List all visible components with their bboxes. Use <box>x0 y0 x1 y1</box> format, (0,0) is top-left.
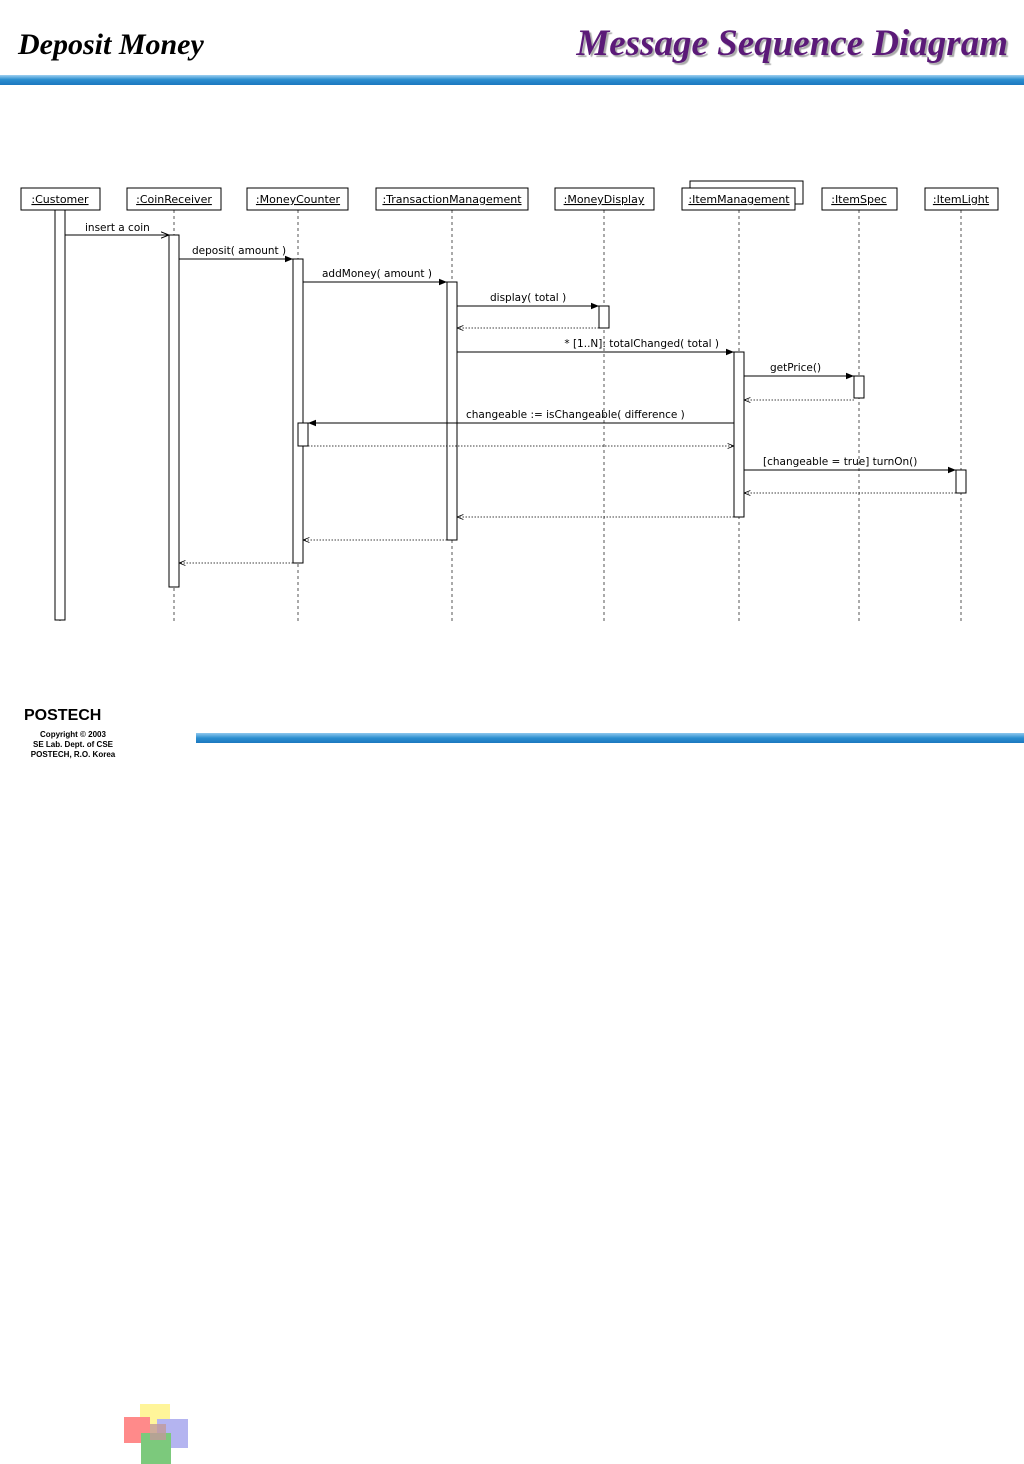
diagram-title: Message Sequence Diagram <box>576 23 1008 64</box>
org-name: POSTECH <box>24 707 102 724</box>
location-text: POSTECH, R.O. Korea <box>30 750 116 759</box>
call-messages <box>65 235 956 474</box>
lifeline-head-customer: :Customer <box>20 187 101 211</box>
lifeline-label-customer: :Customer <box>31 193 89 206</box>
lifeline-label-money-display: :MoneyDisplay <box>564 193 645 206</box>
activation-customer <box>54 209 66 621</box>
activation-bars <box>54 209 967 621</box>
message-label-display: display( total ) <box>490 292 566 304</box>
lifeline-label-transaction-management: :TransactionManagement <box>382 193 522 206</box>
lifeline-label-item-spec: :ItemSpec <box>831 193 887 206</box>
lifeline-heads: :Customer :CoinReceiver :MoneyCounter :T… <box>20 180 999 211</box>
lab-text: SE Lab. Dept. of CSE <box>32 740 113 749</box>
message-label-get-price: getPrice() <box>770 362 821 374</box>
return-messages <box>179 328 956 563</box>
message-label-total-changed: * [1..N]: totalChanged( total ) <box>564 338 719 350</box>
lifeline-head-coin-receiver: :CoinReceiver <box>126 187 222 211</box>
sequence-diagram: :Customer :CoinReceiver :MoneyCounter :T… <box>20 180 999 622</box>
lifeline-label-item-light: :ItemLight <box>933 193 990 206</box>
header-bar <box>0 75 1024 85</box>
message-label-add-money: addMoney( amount ) <box>322 268 432 280</box>
message-label-turn-on: [changeable = true] turnOn() <box>763 456 917 468</box>
copyright-text: Copyright © 2003 <box>40 730 106 739</box>
org-info: Copyright © 2003 SE Lab. Dept. of CSE PO… <box>22 730 124 760</box>
activation-item-spec <box>853 375 865 399</box>
activation-money-counter-nested <box>297 422 309 447</box>
slide-title: Deposit Money <box>18 28 204 61</box>
activation-transaction-management <box>446 281 458 541</box>
lifeline-head-item-spec: :ItemSpec <box>821 187 898 211</box>
message-label-insert-coin: insert a coin <box>85 222 150 234</box>
message-label-is-changeable: changeable := isChangeable( difference ) <box>466 409 685 421</box>
lifeline-label-item-management: :ItemManagement <box>688 193 790 206</box>
activation-money-counter <box>292 258 304 564</box>
lifeline-head-transaction-management: :TransactionManagement <box>375 187 529 211</box>
activation-money-display <box>598 305 610 329</box>
activation-coin-receiver <box>168 234 180 588</box>
message-labels: insert a coin deposit( amount ) addMoney… <box>85 222 917 468</box>
lifeline-head-money-display: :MoneyDisplay <box>554 187 655 211</box>
message-label-deposit: deposit( amount ) <box>192 245 286 257</box>
activation-item-light <box>955 469 967 494</box>
lifeline-label-coin-receiver: :CoinReceiver <box>136 193 212 206</box>
lifeline-head-money-counter: :MoneyCounter <box>246 187 349 211</box>
lifeline-head-item-management: :ItemManagement <box>681 180 804 211</box>
footer-bar <box>196 733 1024 743</box>
lifeline-label-money-counter: :MoneyCounter <box>256 193 341 206</box>
lifeline-head-item-light: :ItemLight <box>924 187 999 211</box>
activation-item-management <box>733 351 745 518</box>
